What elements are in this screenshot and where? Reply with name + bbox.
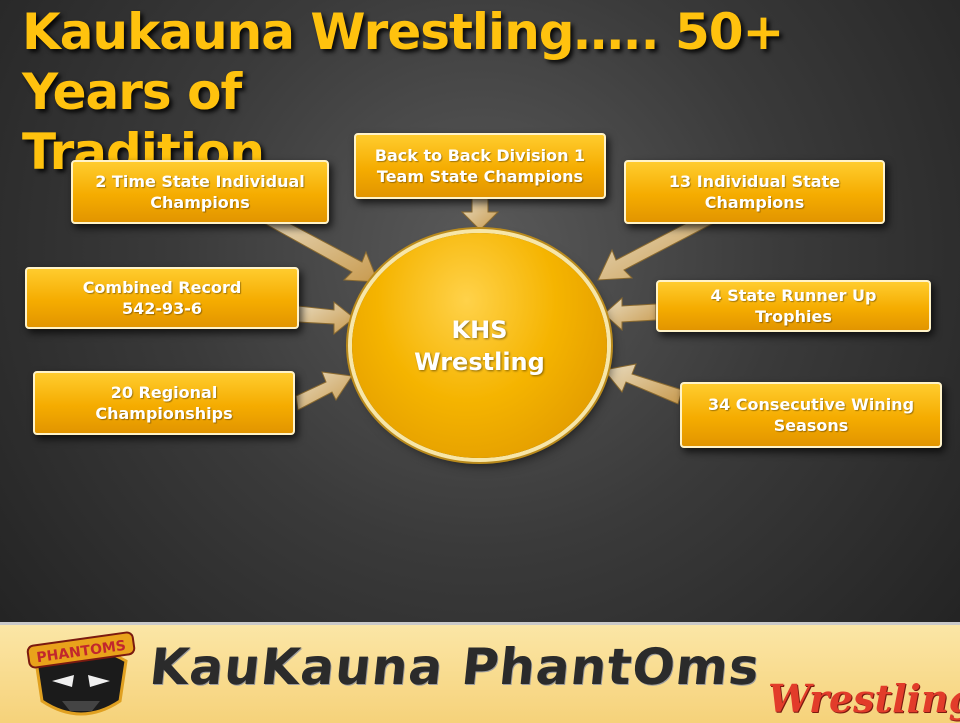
node-text: Combined Record <box>82 278 242 297</box>
node-two-time-state: 2 Time State Individual Champions <box>71 160 329 224</box>
brand-wordmark: KauKauna PhantOms <box>146 638 763 696</box>
arrow-back-to-back <box>460 197 500 231</box>
node-combined-record: Combined Record 542-93-6 <box>25 267 299 329</box>
node-runner-up: 4 State Runner Up Trophies <box>656 280 931 332</box>
node-text: Seasons <box>773 416 849 435</box>
node-regional: 20 Regional Championships <box>33 371 295 435</box>
node-text: Champions <box>704 193 805 212</box>
node-text: 4 State Runner Up <box>710 286 877 305</box>
node-text: 20 Regional <box>110 383 218 402</box>
slide-title-line-1: Kaukauna Wrestling….. 50+ Years of <box>22 3 784 121</box>
phantoms-logo: PHANTOMS <box>26 631 136 716</box>
footer-banner: PHANTOMS KauKauna PhantOms Wrestling <box>0 622 960 723</box>
hub-circle: KHS Wrestling <box>352 233 607 458</box>
node-text: 2 Time State Individual <box>95 172 305 191</box>
node-text: Team State Champions <box>376 167 584 186</box>
node-text: 34 Consecutive Wining <box>707 395 915 414</box>
arrow-consecutive <box>603 363 683 405</box>
hub-label-line-1: KHS <box>451 315 508 344</box>
node-text: Trophies <box>755 307 832 326</box>
arrow-regional <box>295 371 353 411</box>
brand-subtitle: Wrestling <box>768 676 960 721</box>
node-back-to-back: Back to Back Division 1 Team State Champ… <box>354 133 606 199</box>
node-text: Championships <box>95 404 233 423</box>
arrow-combined-record <box>297 300 355 336</box>
arrow-runner-up <box>603 296 657 332</box>
hub-label-line-2: Wrestling <box>414 347 545 376</box>
node-text: 542-93-6 <box>121 299 203 318</box>
node-consecutive: 34 Consecutive Wining Seasons <box>680 382 942 448</box>
node-thirteen-individual: 13 Individual State Champions <box>624 160 885 224</box>
node-text: Champions <box>150 193 250 212</box>
node-text: 13 Individual State <box>668 172 841 191</box>
slide-title: Kaukauna Wrestling….. 50+ Years of Tradi… <box>22 2 942 182</box>
node-text: Back to Back Division 1 <box>374 146 586 165</box>
